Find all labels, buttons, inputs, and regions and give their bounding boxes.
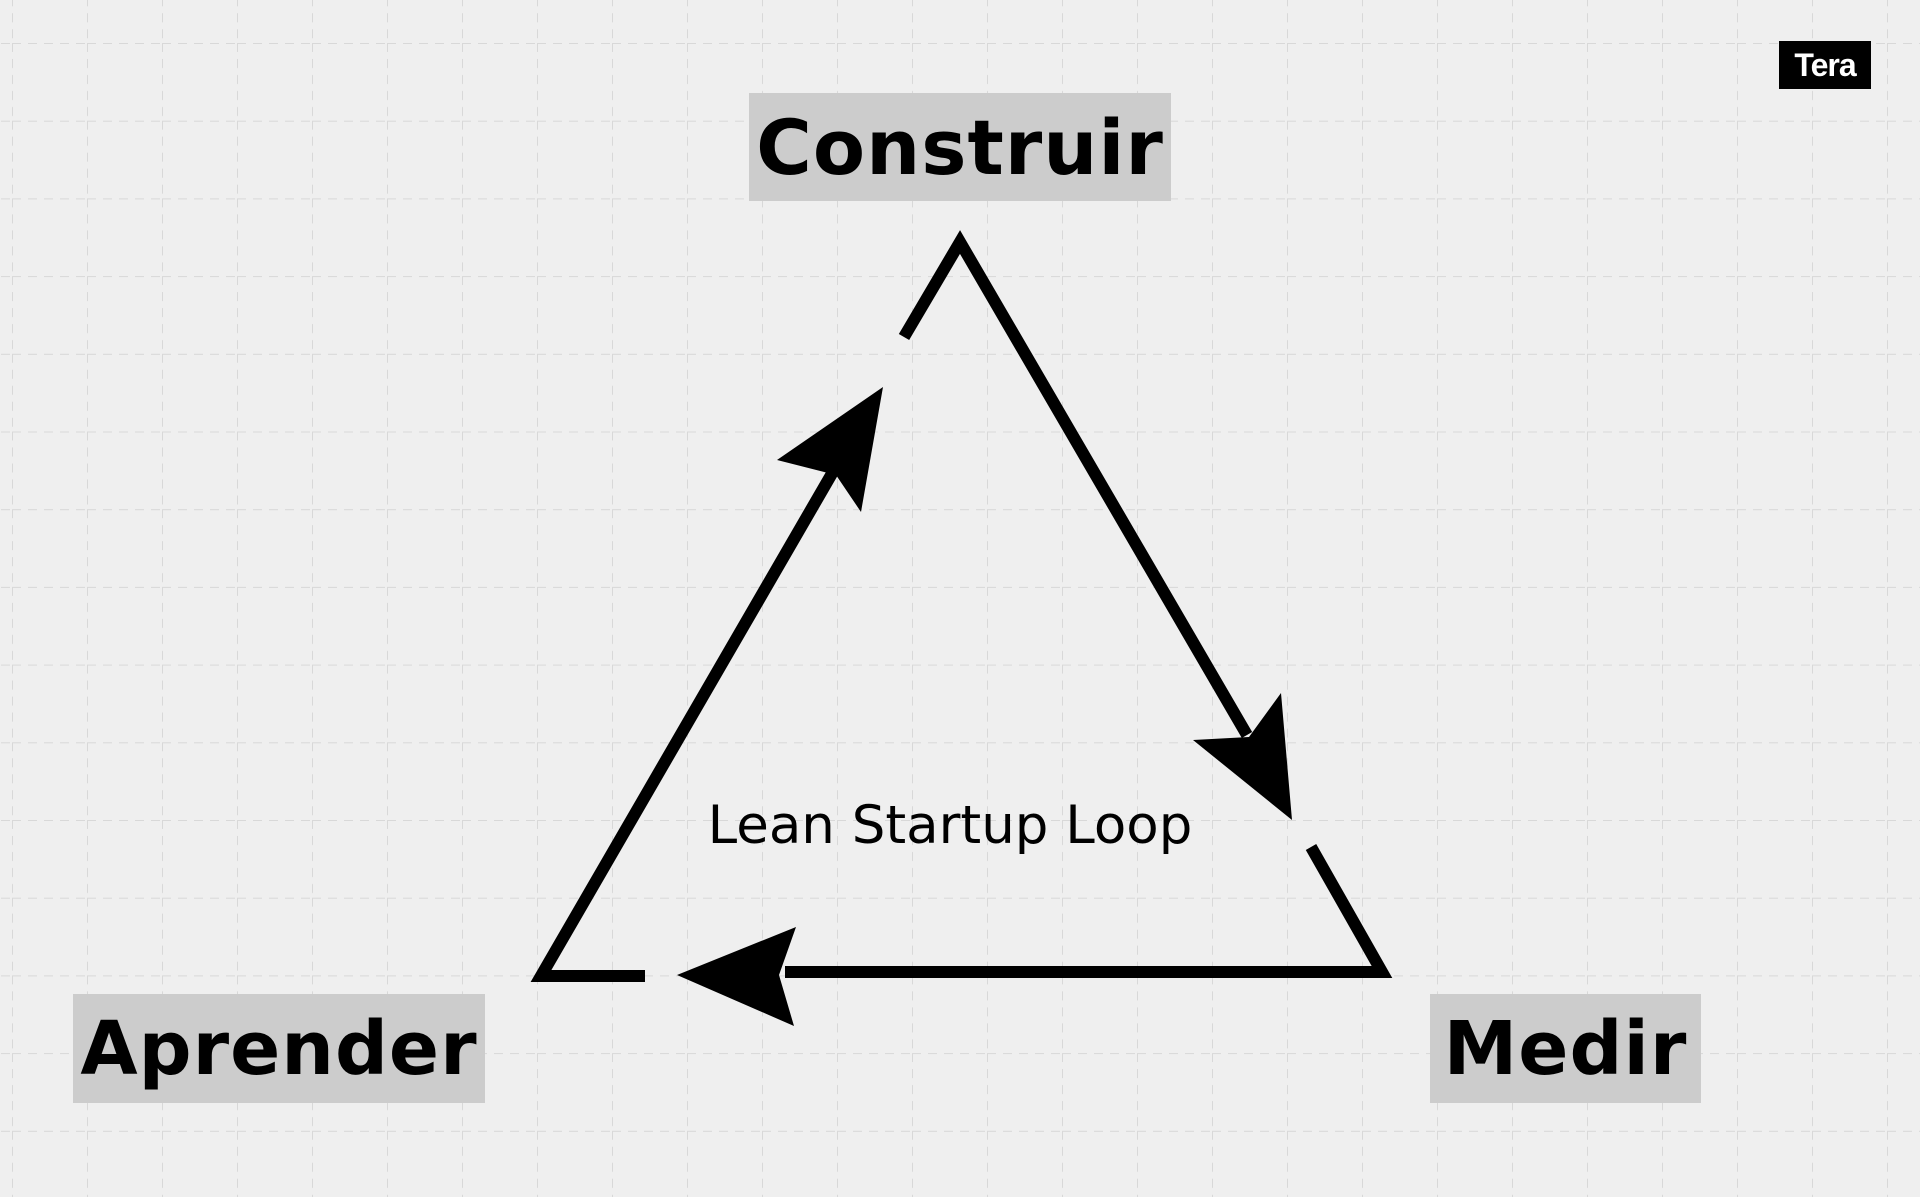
arrowhead-to-aprender-icon: [677, 927, 796, 1026]
node-aprender: Aprender: [73, 994, 485, 1103]
node-construir: Construir: [749, 93, 1171, 201]
node-aprender-label: Aprender: [80, 1005, 478, 1092]
arrowhead-to-construir-icon: [777, 387, 883, 512]
edge-aprender-construir: [530, 466, 840, 982]
edge-medir-aprender: [785, 844, 1393, 978]
node-medir: Medir: [1430, 994, 1701, 1103]
node-construir-label: Construir: [756, 102, 1164, 192]
node-medir-label: Medir: [1443, 1005, 1688, 1092]
arrowhead-to-medir-icon: [1193, 693, 1292, 820]
diagram-title: Lean Startup Loop: [707, 794, 1193, 856]
logo-text: Tera: [1794, 46, 1856, 83]
edge-construir-medir: [898, 230, 1253, 739]
tera-logo: Tera: [1779, 41, 1871, 89]
